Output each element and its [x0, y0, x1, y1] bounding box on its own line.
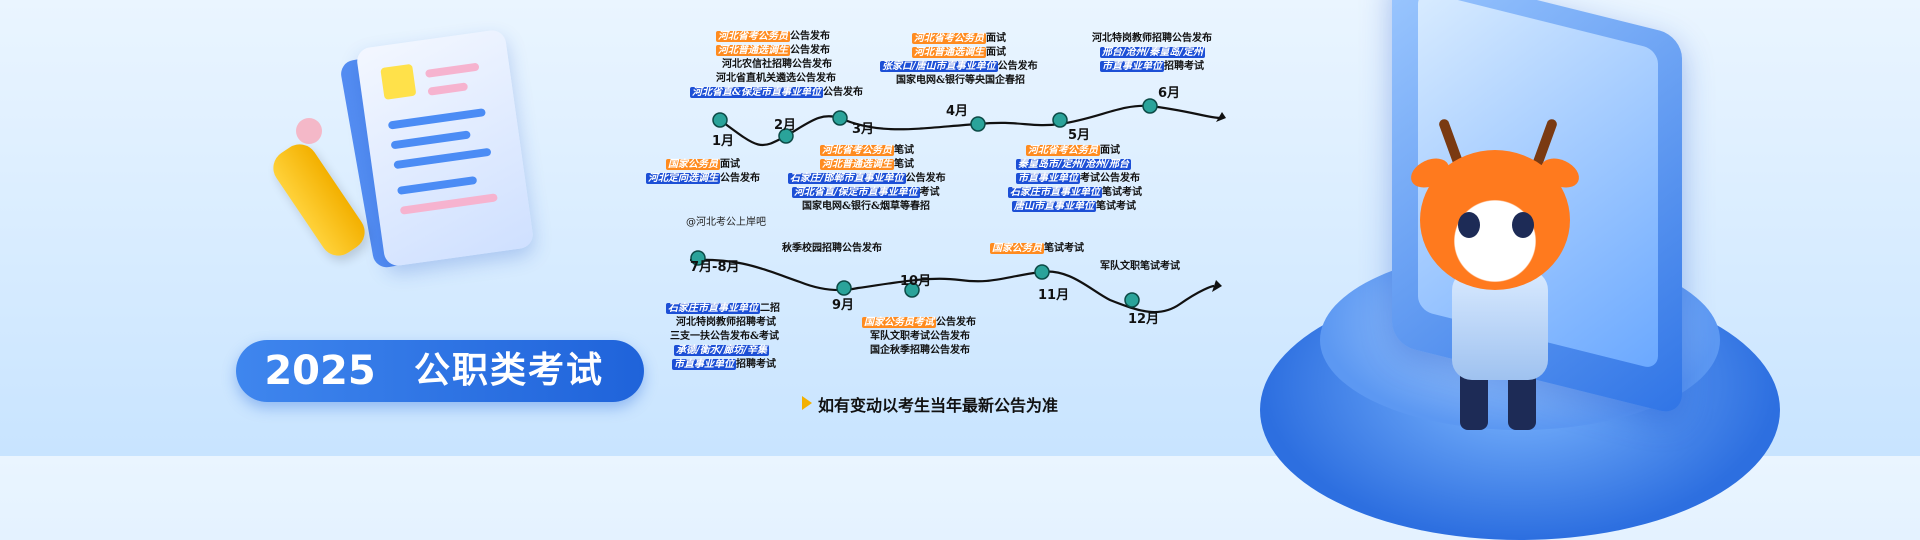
timeline-curve-bottom	[689, 258, 1215, 314]
ann-mar-1: 河北省考公务员笔试	[820, 145, 914, 156]
ann-jul-2: 河北特岗教师招聘考试	[676, 317, 776, 328]
ann-mar-3: 石家庄/邯郸市直事业单位公告发布	[788, 173, 946, 184]
banner-title: 公职类考试	[414, 350, 605, 391]
node-dec	[1124, 292, 1140, 308]
ann-oct-2: 军队文职考试公告发布	[870, 331, 970, 342]
ann-mar-2: 河北普通选调生笔试	[820, 159, 914, 170]
banner-year: 2025	[264, 348, 376, 394]
node-jan	[712, 112, 728, 128]
ann-feb-2: 河北定向选调生公告发布	[646, 173, 760, 184]
node-sep	[836, 280, 852, 296]
node-apr	[970, 116, 986, 132]
ann-jun-1: 河北特岗教师招聘公告发布	[1092, 33, 1212, 44]
ann-jan-4: 河北省直机关遴选公告发布	[716, 73, 836, 84]
month-jan: 1月	[712, 134, 735, 149]
ann-oct-3: 国企秋季招聘公告发布	[870, 345, 970, 356]
node-jun	[1142, 98, 1158, 114]
ann-sep-upper: 秋季校园招聘公告发布	[782, 243, 882, 254]
ann-jul-5: 市直事业单位招聘考试	[672, 359, 776, 370]
deer-left-eye	[1458, 212, 1480, 238]
ann-feb-1: 国家公务员面试	[666, 159, 740, 170]
deer-right-eye	[1512, 212, 1534, 238]
ann-may-2: 秦皇岛市/定州/沧州/邢台	[1016, 159, 1131, 170]
month-mar: 3月	[852, 122, 875, 137]
node-may	[1052, 112, 1068, 128]
ann-jul-4: 承德/衡水/廊坊/辛集	[674, 345, 769, 356]
node-nov	[1034, 264, 1050, 280]
ann-dec-upper: 军队文职笔试考试	[1100, 261, 1180, 272]
month-oct: 10月	[900, 274, 932, 289]
ann-oct-1: 国家公务员考试公告发布	[862, 317, 976, 328]
month-apr: 4月	[946, 104, 969, 119]
ann-jul-3: 三支一扶公告发布&考试	[670, 331, 780, 342]
ann-jul-1: 石家庄市直事业单位二招	[666, 303, 780, 314]
ann-jan-2: 河北普通选调生公告发布	[716, 45, 830, 56]
ann-jun-3: 市直事业单位招聘考试	[1100, 61, 1204, 72]
ann-may-1: 河北省考公务员面试	[1026, 145, 1120, 156]
play-arrow-icon	[802, 396, 812, 410]
month-sep: 9月	[832, 298, 855, 313]
month-dec: 12月	[1128, 312, 1160, 327]
ann-jan-3: 河北农信社招聘公告发布	[722, 59, 832, 70]
month-jun: 6月	[1158, 86, 1181, 101]
pen-cap-icon	[296, 118, 322, 144]
watermark: @河北考公上岸吧	[686, 217, 766, 228]
ann-jun-2: 邢台/沧州/秦皇岛/定州	[1100, 47, 1205, 58]
ann-apr-4: 国家电网&银行等央国企春招	[896, 75, 1026, 86]
ann-jan-5: 河北省直&保定市直事业单位公告发布	[690, 87, 864, 98]
ann-apr-3: 张家口/唐山市直事业单位公告发布	[880, 61, 1038, 72]
node-oct	[904, 282, 920, 298]
month-feb: 2月	[774, 118, 797, 133]
month-may: 5月	[1068, 128, 1091, 143]
ann-may-4: 石家庄市直事业单位笔试考试	[1008, 187, 1142, 198]
ann-apr-1: 河北省考公务员面试	[912, 33, 1006, 44]
title-banner	[236, 340, 644, 402]
node-jul-aug	[690, 250, 706, 266]
node-feb	[778, 128, 794, 144]
ann-jan-1: 河北省考公务员公告发布	[716, 31, 830, 42]
ann-mar-5: 国家电网&银行&烟草等春招	[802, 201, 931, 212]
ann-may-5: 唐山市直事业单位笔试考试	[1012, 201, 1136, 212]
node-mar	[832, 110, 848, 126]
month-nov: 11月	[1038, 288, 1070, 303]
timeline-arrow-top	[1216, 112, 1226, 122]
timeline-arrow-bottom	[1212, 280, 1222, 292]
ann-mar-4: 河北省直/保定市直事业单位考试	[792, 187, 940, 198]
disclaimer-note: 如有变动以考生当年最新公告为准	[818, 396, 1059, 415]
ann-apr-2: 河北普通选调生面试	[912, 47, 1006, 58]
ann-nov-upper: 国家公务员笔试考试	[990, 243, 1084, 254]
timeline-curves	[689, 98, 1226, 314]
ann-may-3: 市直事业单位考试公告发布	[1016, 173, 1140, 184]
month-jul-aug: 7月-8月	[690, 260, 740, 275]
deer-mascot-icon	[1420, 150, 1570, 290]
